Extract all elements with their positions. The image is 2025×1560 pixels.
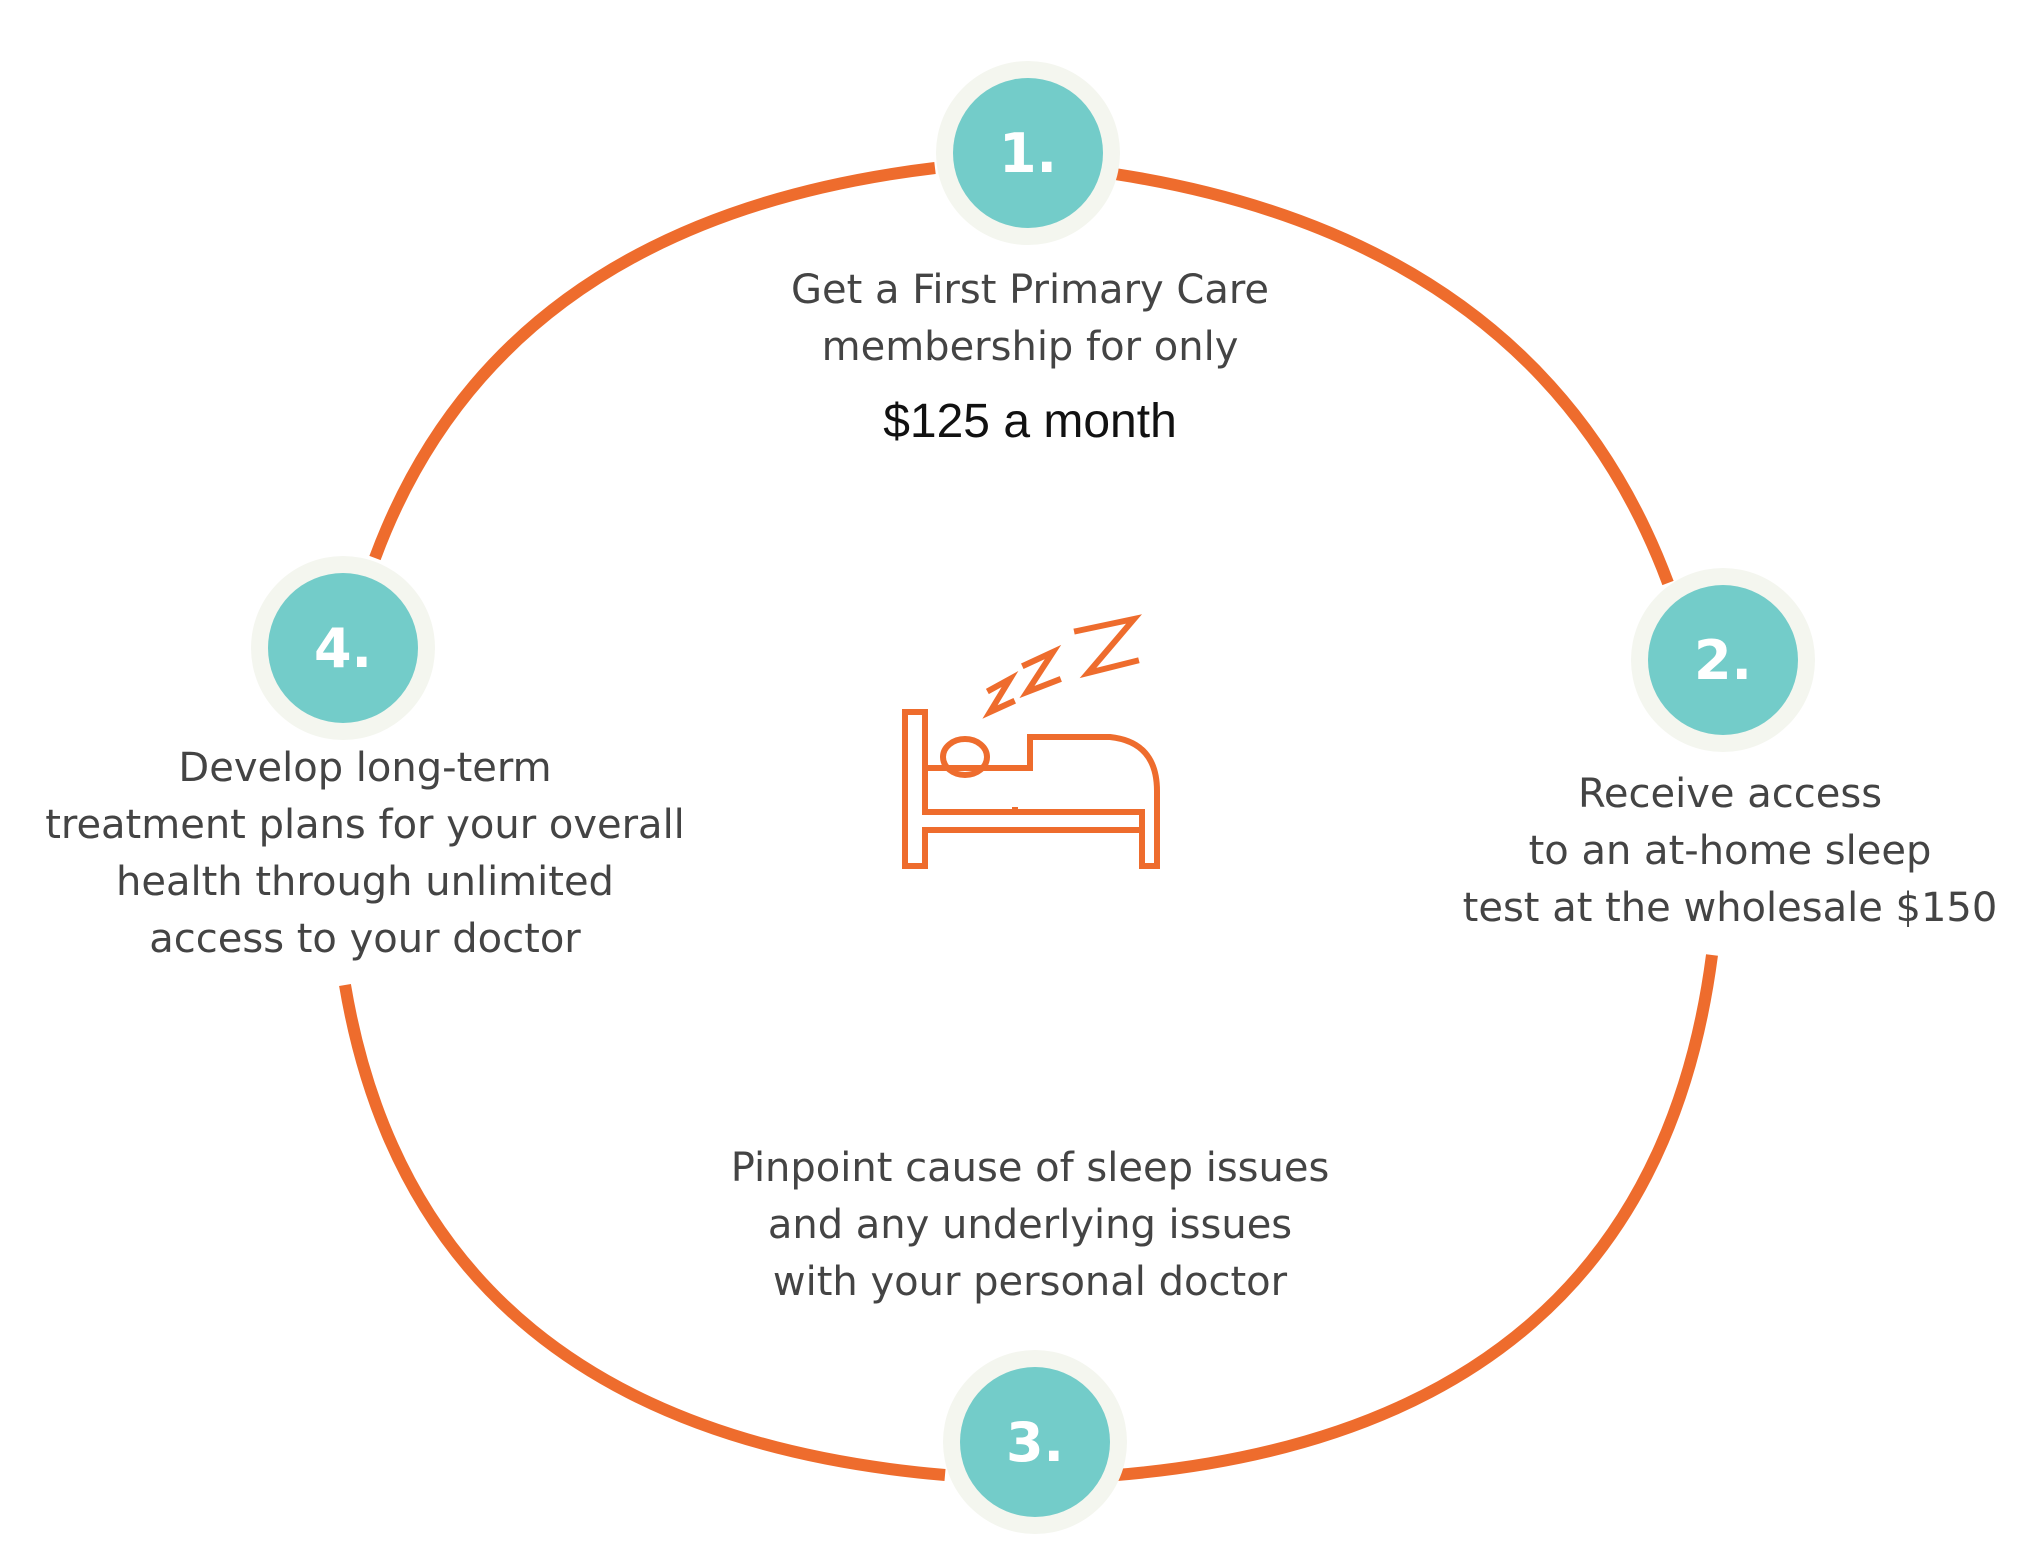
sleeper-head-icon: [940, 736, 990, 778]
step-number-2: 2.: [1694, 629, 1752, 692]
z-small-icon: [982, 670, 1019, 719]
cycle-ring: [339, 162, 1718, 1481]
sleeping-in-bed-icon: [902, 614, 1160, 869]
ring-arc-4-1: [369, 162, 936, 561]
step-4-line-4: access to your doctor: [149, 916, 581, 962]
z-medium-icon: [1019, 644, 1062, 699]
step-3-line-1: Pinpoint cause of sleep issues: [730, 1145, 1330, 1191]
step-badge-4: 4.: [251, 556, 435, 740]
badge-circle: [960, 1367, 1110, 1517]
step-number-1: 1.: [999, 122, 1057, 185]
badge-circle: [268, 573, 418, 723]
step-badge-1: 1.: [936, 61, 1120, 245]
step-4-line-1: Develop long-term: [178, 745, 552, 791]
step-4-text: Develop long-term treatment plans for yo…: [20, 740, 710, 968]
ring-arc-3-4: [339, 983, 946, 1481]
step-2-line-3: test at the wholesale $150: [1462, 885, 1998, 931]
ring-arc-1-2: [1114, 168, 1674, 586]
step-3-line-2: and any underlying issues: [767, 1202, 1293, 1248]
ring-arc-2-3: [1116, 954, 1718, 1481]
step-1-text: Get a First Primary Care membership for …: [735, 262, 1325, 376]
step-4-line-2: treatment plans for your overall: [45, 802, 685, 848]
step-badge-3: 3.: [943, 1350, 1127, 1534]
step-number-4: 4.: [314, 617, 372, 680]
step-3-text: Pinpoint cause of sleep issues and any u…: [690, 1140, 1370, 1311]
step-number-3: 3.: [1006, 1411, 1064, 1474]
step-1-price: $125 a month: [883, 395, 1177, 448]
bed-icon: [902, 709, 1160, 869]
z-large-icon: [1073, 614, 1142, 679]
badge-circle: [1648, 585, 1798, 735]
step-1-line-1: Get a First Primary Care: [790, 267, 1270, 313]
step-2-text: Receive access to an at-home sleep test …: [1440, 766, 2020, 937]
step-badge-2: 2.: [1631, 568, 1815, 752]
step-2-line-2: to an at-home sleep: [1528, 828, 1932, 874]
step-4-line-3: health through unlimited: [116, 859, 614, 905]
step-3-line-3: with your personal doctor: [772, 1259, 1288, 1305]
step-1-line-2: membership for only: [821, 324, 1239, 370]
badge-circle: [953, 78, 1103, 228]
step-2-line-1: Receive access: [1577, 771, 1883, 817]
